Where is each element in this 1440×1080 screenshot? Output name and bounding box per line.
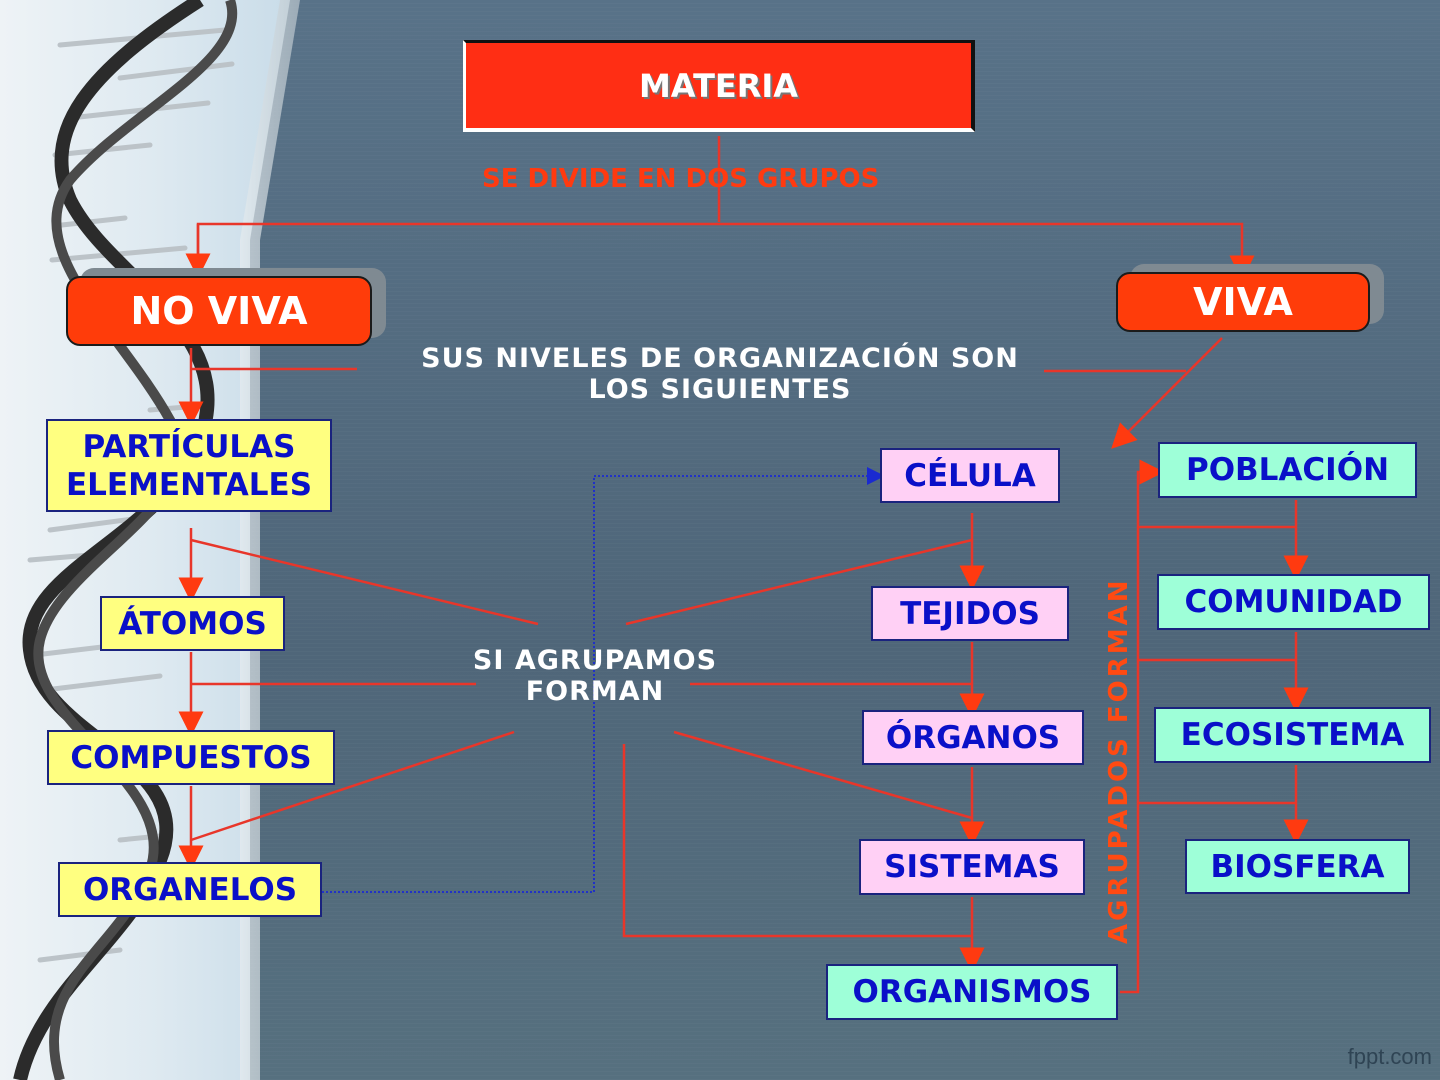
grouping-caption: SI AGRUPAMOS FORMAN	[450, 645, 740, 707]
grouping-caption-line1: SI AGRUPAMOS	[472, 645, 718, 676]
node-label: ELEMENTALES	[65, 466, 313, 503]
node-label: BIOSFERA	[1210, 848, 1385, 885]
node-label: ORGANISMOS	[852, 974, 1092, 1010]
node-ecosistema: ECOSISTEMA	[1154, 707, 1431, 763]
node-particulas-elementales: PARTÍCULAS ELEMENTALES	[46, 419, 332, 512]
node-poblacion: POBLACIÓN	[1158, 442, 1417, 498]
node-label: POBLACIÓN	[1185, 452, 1390, 488]
node-celula: CÉLULA	[880, 448, 1060, 503]
group-label-left: NO VIVA	[130, 289, 308, 333]
node-biosfera: BIOSFERA	[1185, 839, 1410, 894]
levels-caption: SUS NIVELES DE ORGANIZACIÓN SON LOS SIGU…	[400, 343, 1040, 405]
group-label-right: VIVA	[1193, 280, 1293, 324]
vertical-grouping-label: AGRUPADOS FORMAN	[1104, 577, 1134, 945]
grouping-caption-line2: FORMAN	[525, 676, 665, 707]
node-organismos: ORGANISMOS	[826, 964, 1118, 1020]
watermark: fppt.com	[1347, 1044, 1432, 1069]
node-label: ÓRGANOS	[885, 719, 1061, 756]
node-label: ÁTOMOS	[118, 605, 267, 642]
node-organelos: ORGANELOS	[58, 862, 322, 917]
node-label: TEJIDOS	[900, 595, 1040, 632]
node-sistemas: SISTEMAS	[859, 839, 1085, 895]
root-node-materia: MATERIA	[463, 40, 975, 132]
node-label: COMPUESTOS	[70, 739, 312, 776]
node-organos: ÓRGANOS	[862, 710, 1084, 765]
node-label: PARTÍCULAS	[82, 428, 296, 465]
group-node-viva: VIVA	[1116, 272, 1370, 332]
levels-caption-line1: SUS NIVELES DE ORGANIZACIÓN SON	[421, 343, 1019, 374]
node-label: COMUNIDAD	[1184, 584, 1403, 620]
node-label: ORGANELOS	[82, 871, 298, 908]
node-tejidos: TEJIDOS	[871, 586, 1069, 641]
node-compuestos: COMPUESTOS	[47, 730, 335, 785]
node-label: SISTEMAS	[884, 849, 1060, 885]
split-connector-label: SE DIVIDE EN DOS GRUPOS	[482, 164, 880, 194]
root-label: MATERIA	[638, 66, 799, 105]
node-label: ECOSISTEMA	[1180, 717, 1405, 753]
node-label: CÉLULA	[904, 457, 1036, 494]
group-node-no-viva: NO VIVA	[66, 276, 372, 346]
levels-caption-line2: LOS SIGUIENTES	[588, 374, 852, 405]
node-atomos: ÁTOMOS	[100, 596, 285, 651]
node-comunidad: COMUNIDAD	[1157, 574, 1430, 630]
